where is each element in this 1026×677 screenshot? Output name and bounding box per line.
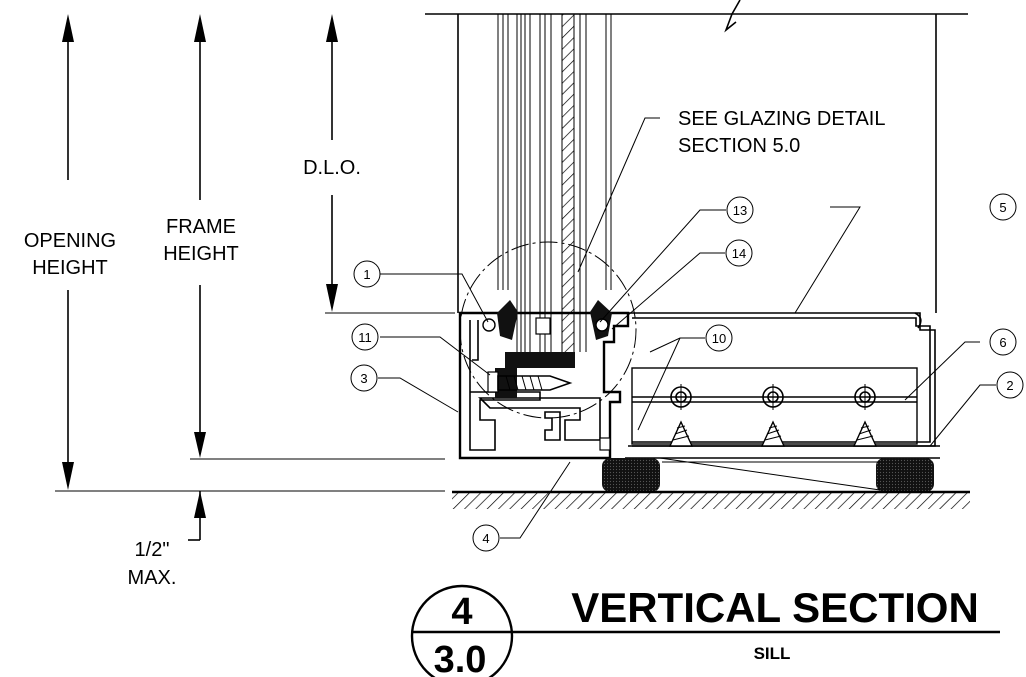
subsill (625, 312, 940, 459)
frame-height-label-line2: HEIGHT (163, 243, 239, 265)
callout-5: 5 (989, 193, 1017, 221)
max-gap-label-line1: 1/2" (135, 539, 170, 561)
svg-text:6: 6 (999, 335, 1006, 350)
sheet-number: 3.0 (434, 639, 487, 677)
shim-line (659, 457, 881, 491)
callout-13: 13 (726, 196, 754, 224)
sealant-left (602, 458, 660, 492)
detail-bubble (410, 584, 514, 677)
setting-block (505, 352, 575, 368)
svg-text:3: 3 (360, 371, 367, 386)
sealant-right (876, 458, 934, 492)
wall-outline (425, 0, 968, 313)
callout-14: 14 (725, 239, 753, 267)
opening-height-label-line2: HEIGHT (32, 257, 108, 279)
title-block: 4 3.0 VERTICAL SECTION SILL (410, 584, 1000, 677)
svg-text:1: 1 (363, 267, 370, 282)
callout-3: 1 (353, 260, 381, 288)
fasteners (668, 384, 878, 410)
opening-height-dimension (62, 14, 74, 490)
callout-6: 6 (989, 328, 1017, 356)
glazing-note-line1: SEE GLAZING DETAIL (678, 108, 885, 130)
floor-slab (452, 490, 970, 509)
leader-lines (378, 117, 996, 539)
callout-2: 4 (472, 524, 500, 552)
svg-text:5: 5 (999, 200, 1006, 215)
svg-text:14: 14 (732, 246, 746, 261)
svg-text:13: 13 (733, 203, 747, 218)
drawing-subtitle: SILL (754, 644, 791, 663)
svg-text:11: 11 (358, 330, 372, 345)
extension-lines (55, 312, 455, 492)
svg-text:10: 10 (712, 331, 726, 346)
callout-1: 2 (996, 371, 1024, 399)
callout-11: 11 (351, 323, 379, 351)
glazing-unit (497, 13, 612, 355)
max-gap-dimension (188, 491, 206, 541)
frame-height-dimension (194, 14, 206, 458)
svg-text:2: 2 (1006, 378, 1013, 393)
drawing-title: VERTICAL SECTION (571, 584, 979, 631)
interior-gasket (497, 300, 518, 340)
callout-10: 10 (705, 324, 733, 352)
dlo-dimension (326, 14, 338, 312)
callout-4: 3 (350, 364, 378, 392)
opening-height-label-line1: OPENING (24, 230, 116, 252)
dlo-label: D.L.O. (303, 157, 361, 179)
frame-height-label-line1: FRAME (166, 216, 236, 238)
max-gap-label-line2: MAX. (128, 567, 177, 589)
svg-text:4: 4 (482, 531, 489, 546)
detail-number: 4 (451, 591, 472, 633)
screw-anchors (668, 420, 878, 447)
glazing-note-line2: SECTION 5.0 (678, 135, 800, 157)
sill-frame (458, 300, 630, 460)
